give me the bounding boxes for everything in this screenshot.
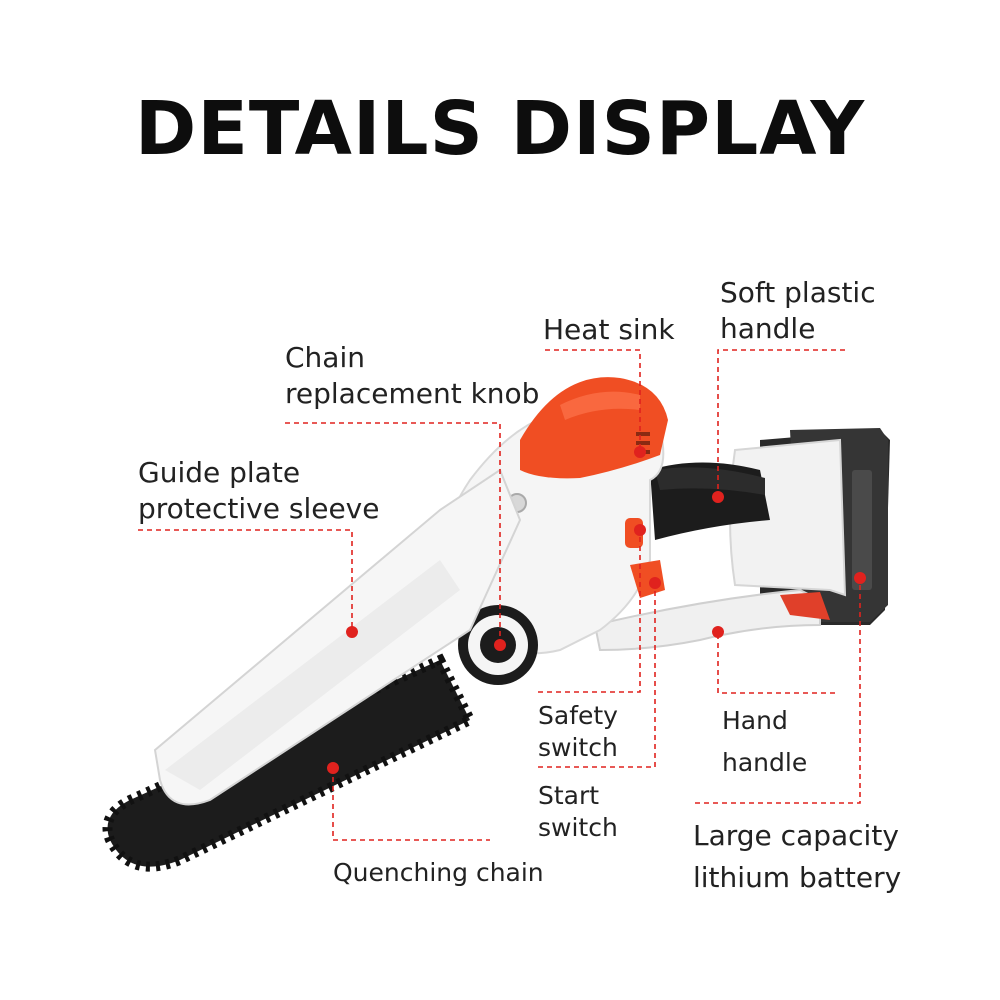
label-chain-knob: Chain replacement knob (285, 340, 539, 412)
label-chain: Quenching chain (333, 857, 544, 889)
label-line: Guide plate (138, 456, 301, 489)
label-line: handle (720, 312, 816, 345)
hand-handle (593, 588, 830, 652)
label-line: Start (538, 781, 600, 810)
label-guide-sleeve: Guide plate protective sleeve (138, 455, 379, 527)
label-line: handle (722, 748, 808, 777)
label-line: replacement knob (285, 377, 540, 410)
soft-handle (650, 462, 770, 540)
label-battery: Large capacity lithium battery (693, 815, 901, 899)
label-line: Heat sink (543, 313, 675, 346)
label-line: Quenching chain (333, 858, 544, 887)
label-line: Hand (722, 706, 788, 735)
guide-sleeve (153, 468, 522, 806)
leader-lines (138, 349, 861, 841)
label-heat-sink: Heat sink (543, 312, 675, 348)
label-line: Safety (538, 701, 618, 730)
label-line: switch (538, 733, 618, 762)
label-soft-handle: Soft plastic handle (720, 275, 876, 347)
label-start-switch: Start switch (538, 780, 618, 844)
marker-dots (327, 446, 866, 774)
label-line: Chain (285, 341, 365, 374)
label-line: lithium battery (693, 861, 902, 894)
label-line: switch (538, 813, 618, 842)
page-title: DETAILS DISPLAY (134, 86, 866, 172)
guide-bar (102, 653, 477, 872)
label-safety-switch: Safety switch (538, 700, 618, 764)
label-line: protective sleeve (138, 492, 380, 525)
label-line: Large capacity (693, 819, 899, 852)
label-hand-handle: Hand handle (722, 700, 807, 784)
motor-body (437, 377, 668, 685)
label-line: Soft plastic (720, 276, 876, 309)
